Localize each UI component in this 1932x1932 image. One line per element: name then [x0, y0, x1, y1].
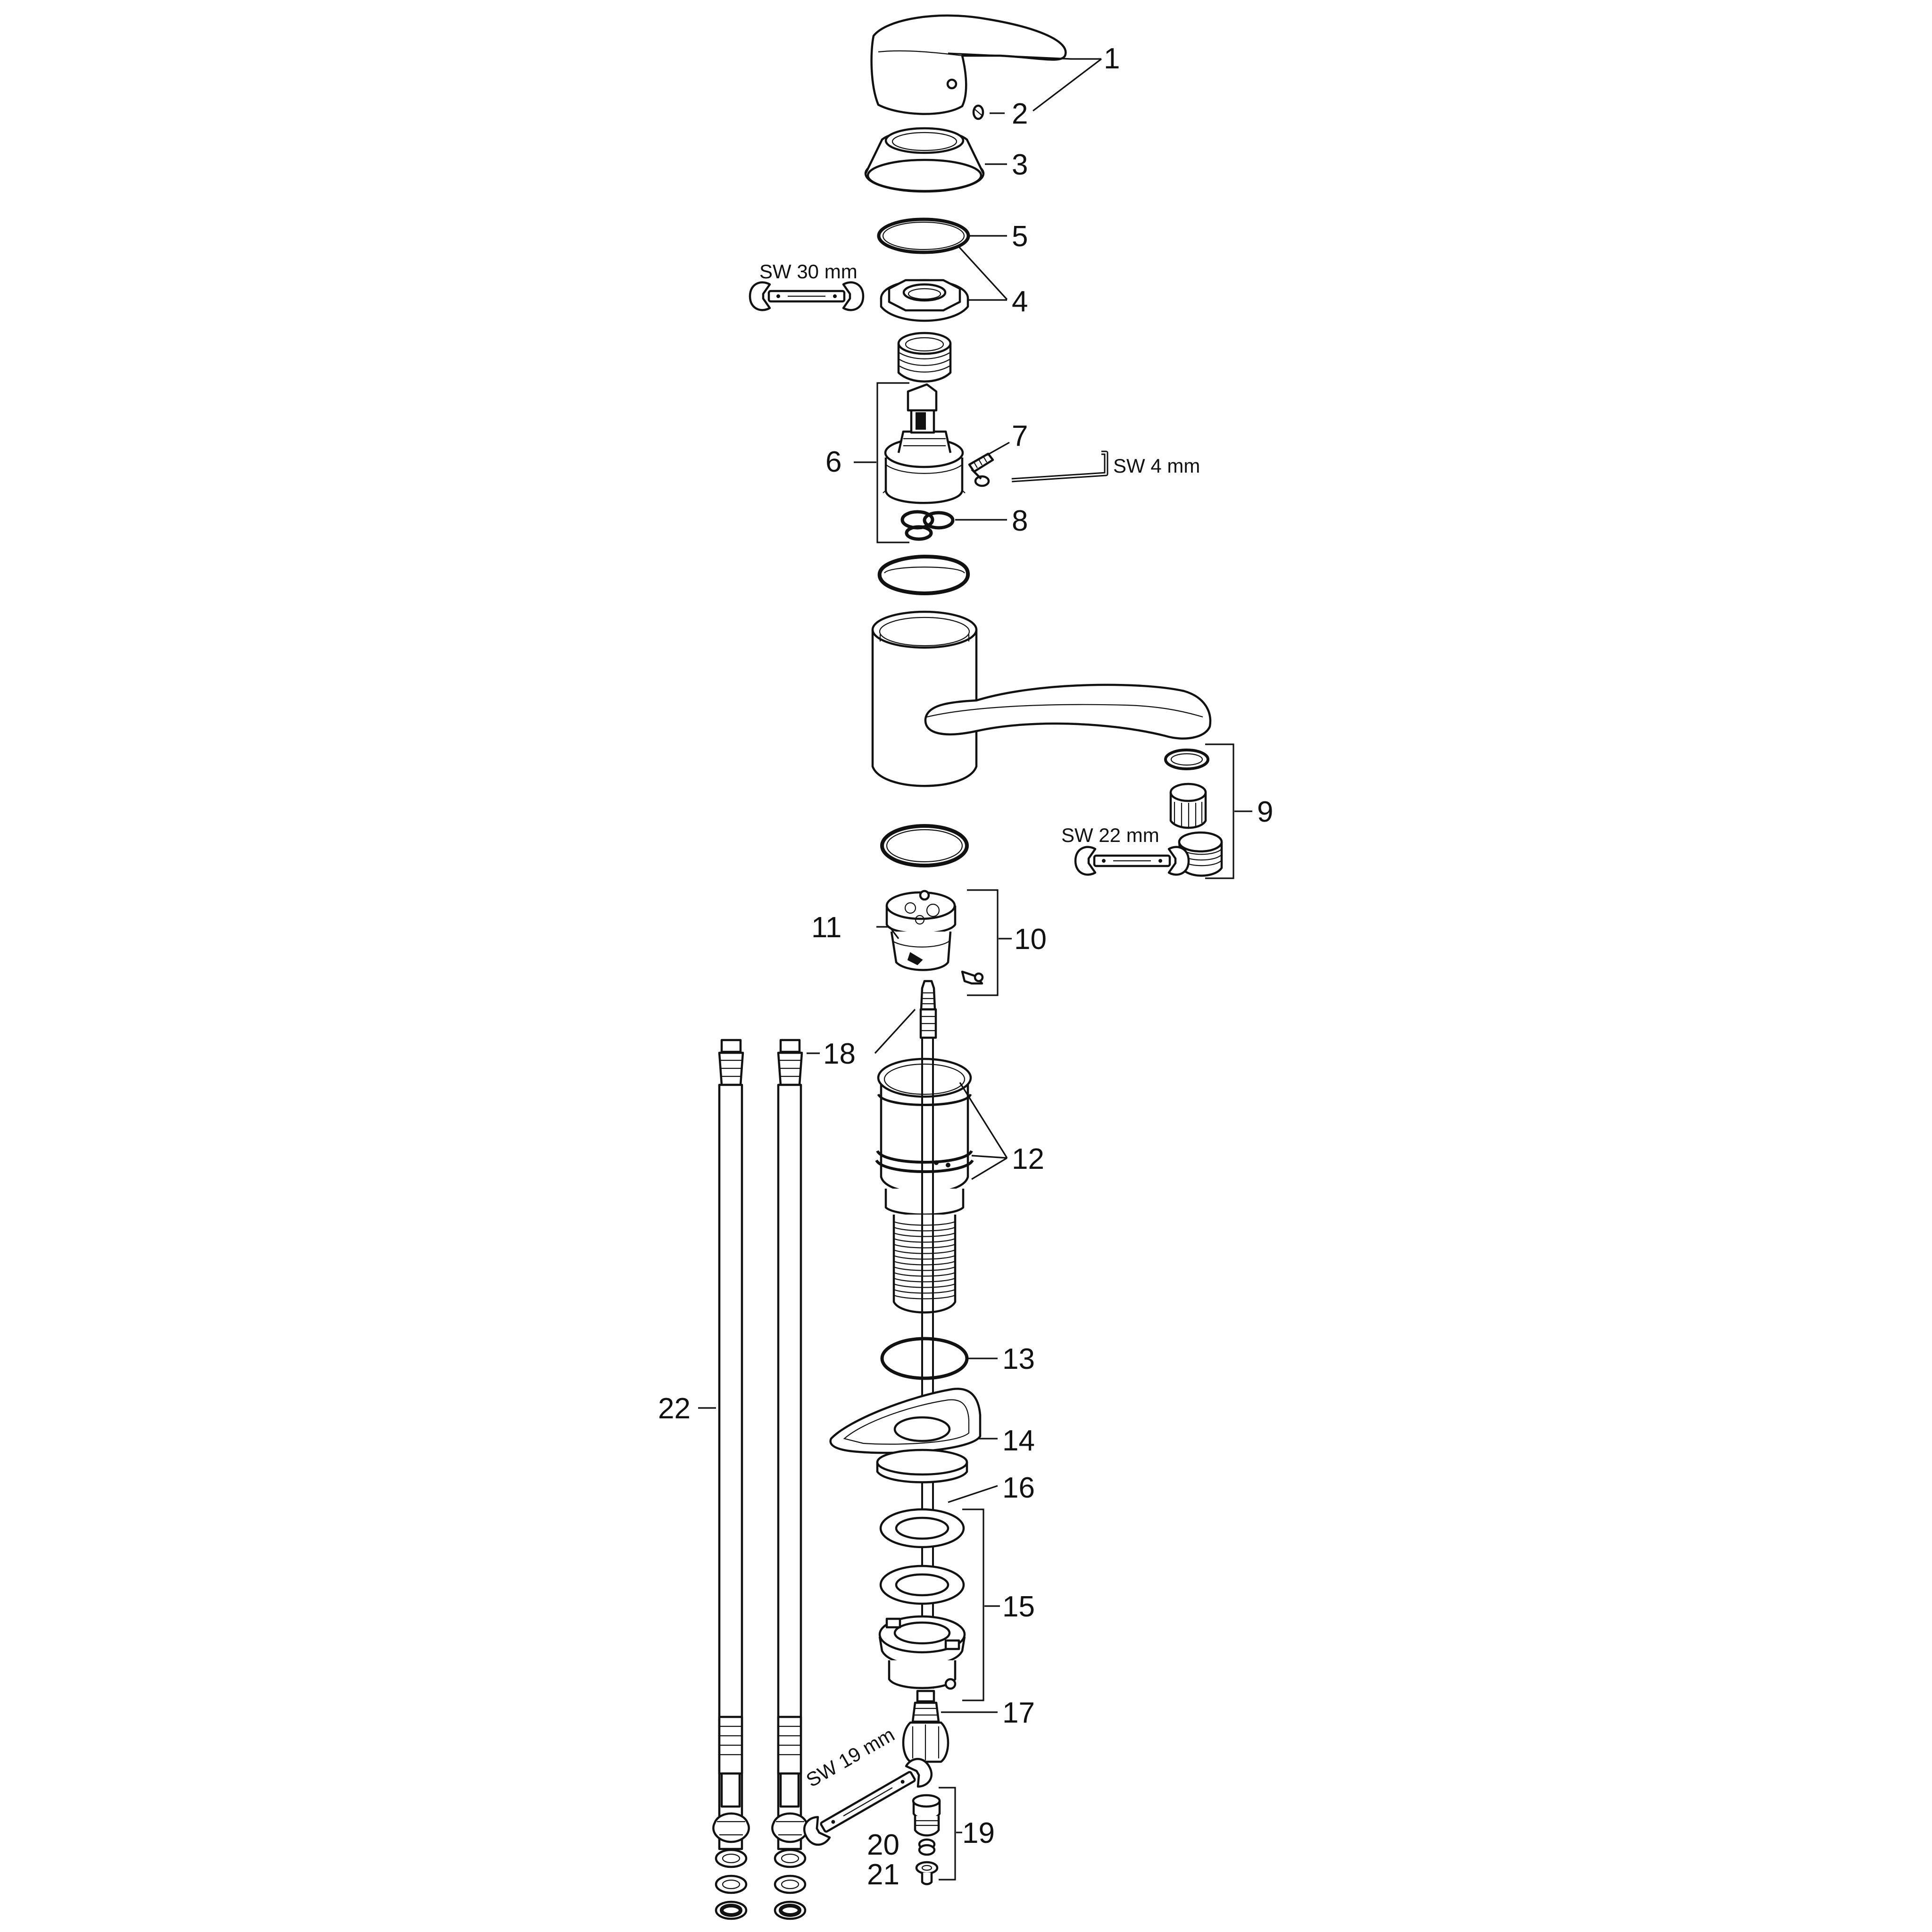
callout-19: 19 — [962, 1817, 995, 1849]
leader-lines — [698, 52, 1102, 1713]
callout-5: 5 — [1012, 220, 1028, 253]
open-end-wrench-icon — [749, 281, 865, 311]
callout-3: 3 — [1012, 149, 1028, 181]
part-21-filter — [915, 1861, 939, 1885]
part-19-adapter — [912, 1794, 941, 1837]
part-12-mounting-body — [875, 1058, 974, 1216]
part-14-base-plate — [829, 1388, 982, 1483]
open-end-wrench-icon — [803, 1757, 933, 1846]
part-9-aerator-set — [1164, 749, 1223, 877]
callout-8: 8 — [1012, 505, 1028, 537]
part-22-hose-left — [712, 1039, 750, 1920]
part-17-connector — [902, 1690, 949, 1763]
part-15-fixing-nut — [878, 1615, 966, 1690]
part-19-bracket — [939, 1787, 962, 1881]
faucet-body — [871, 610, 978, 787]
callout-18: 18 — [823, 1038, 856, 1070]
part-13-o-ring — [880, 1337, 969, 1380]
hex-key-icon — [1011, 450, 1108, 483]
tool-labels: SW 30 mm SW 4 mm SW 22 mm SW 19 mm — [759, 260, 1200, 1791]
callout-10: 10 — [1014, 923, 1047, 956]
callout-15: 15 — [1002, 1591, 1035, 1623]
part-22-hose-right — [771, 1039, 809, 1920]
base-o-ring — [880, 824, 969, 867]
cartridge-seal-ring — [877, 554, 970, 596]
callout-22: 22 — [658, 1392, 691, 1425]
callout-6: 6 — [825, 446, 841, 478]
part-9-bracket — [1205, 743, 1252, 879]
part-10-bracket — [967, 889, 1012, 996]
callout-13: 13 — [1002, 1343, 1035, 1375]
callout-12: 12 — [1012, 1143, 1044, 1175]
part-10-diverter — [885, 890, 984, 985]
callout-21: 21 — [867, 1858, 899, 1891]
part-18-spindle — [919, 980, 937, 1039]
tool-label-sw19: SW 19 mm — [802, 1723, 898, 1791]
callout-2: 2 — [1012, 98, 1028, 130]
part-4-hex-nut — [880, 279, 969, 322]
callout-11: 11 — [811, 911, 841, 944]
part-1-handle-lever — [870, 14, 1067, 115]
threaded-stem — [892, 1215, 957, 1314]
callout-7: 7 — [1012, 420, 1028, 452]
faucet-spout — [924, 683, 1212, 740]
tool-label-sw30: SW 30 mm — [759, 260, 858, 283]
part-6-bracket — [854, 382, 909, 543]
part-15-bracket — [962, 1508, 1000, 1701]
threaded-insert — [897, 332, 952, 383]
callout-16: 16 — [1002, 1472, 1035, 1504]
part-5-o-ring — [877, 217, 970, 254]
callout-20: 20 — [867, 1829, 899, 1861]
callout-4: 4 — [1012, 285, 1028, 318]
part-7-screw — [968, 452, 994, 487]
part-6-cartridge — [883, 383, 966, 504]
part-8-o-rings — [900, 510, 955, 541]
callout-9: 9 — [1257, 796, 1273, 828]
callout-numbers: 1 2 3 5 4 7 6 8 9 11 10 18 12 13 22 14 1… — [658, 42, 1273, 1891]
open-end-wrench-icon — [1074, 846, 1190, 876]
part-15-washers — [879, 1508, 965, 1605]
tool-label-sw4: SW 4 mm — [1113, 455, 1200, 477]
callout-17: 17 — [1002, 1697, 1035, 1729]
part-20-seal — [918, 1838, 936, 1856]
part-2-grub-screw — [972, 104, 984, 120]
part-3-cover-cap — [864, 127, 985, 193]
callout-14: 14 — [1002, 1424, 1035, 1457]
callout-1: 1 — [1104, 42, 1120, 75]
tool-label-sw22: SW 22 mm — [1061, 824, 1159, 846]
